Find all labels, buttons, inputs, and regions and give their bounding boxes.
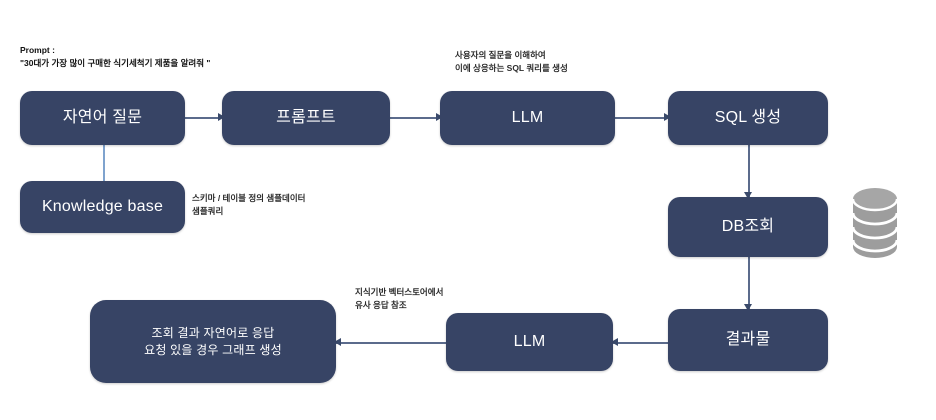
connector-sql-to-dbquery	[748, 145, 750, 197]
node-db-query[interactable]: DB조회	[668, 197, 828, 257]
arrowhead-result-to-llm	[611, 338, 618, 346]
connector-question-to-knowledge-base	[103, 145, 105, 181]
connector-prompt-to-llm	[390, 117, 438, 119]
node-label: 자연어 질문	[62, 109, 143, 127]
node-result[interactable]: 결과물	[668, 309, 828, 371]
node-knowledge-base[interactable]: Knowledge base	[20, 181, 185, 233]
arrowhead-llm-to-sql	[664, 113, 671, 121]
connector-dbquery-to-result	[748, 257, 750, 309]
connector-llm-to-answer	[336, 342, 446, 344]
connector-result-to-llm	[613, 342, 668, 344]
node-label: 조회 결과 자연어로 응답 요청 있을 경우 그래프 생성	[144, 326, 282, 357]
arrowhead-dbquery-to-result	[744, 304, 752, 311]
node-natural-language-question[interactable]: 자연어 질문	[20, 91, 185, 145]
database-cylinder-icon	[851, 188, 899, 263]
node-label: LLM	[511, 109, 544, 127]
node-label: 결과물	[725, 331, 771, 349]
node-prompt[interactable]: 프롬프트	[222, 91, 390, 145]
prompt-note: Prompt : "30대가 가장 많이 구매한 식기세척기 제품을 알려줘 "	[20, 45, 211, 69]
node-label: Knowledge base	[41, 198, 164, 216]
node-llm-bottom[interactable]: LLM	[446, 313, 613, 371]
node-label: SQL 생성	[714, 109, 782, 127]
llm-note: 사용자의 질문을 이해하여 이에 상응하는 SQL 쿼리를 생성	[455, 50, 568, 74]
node-label: LLM	[513, 333, 546, 351]
connector-question-to-prompt	[185, 117, 220, 119]
arrowhead-llm-to-answer	[334, 338, 341, 346]
arrowhead-prompt-to-llm	[436, 113, 443, 121]
node-answer[interactable]: 조회 결과 자연어로 응답 요청 있을 경우 그래프 생성	[90, 300, 336, 383]
vectorstore-note: 지식기반 벡터스토어에서 유사 응답 참조	[355, 287, 444, 311]
knowledge-base-note: 스키마 / 테이블 정의 샘플데이터 샘플쿼리	[192, 193, 306, 217]
arrowhead-sql-to-dbquery	[744, 192, 752, 199]
node-sql-generation[interactable]: SQL 생성	[668, 91, 828, 145]
connector-llm-to-sql	[615, 117, 667, 119]
node-llm-top[interactable]: LLM	[440, 91, 615, 145]
node-label: DB조회	[721, 218, 775, 236]
arrowhead-question-to-prompt	[218, 113, 225, 121]
node-label: 프롬프트	[276, 109, 336, 127]
